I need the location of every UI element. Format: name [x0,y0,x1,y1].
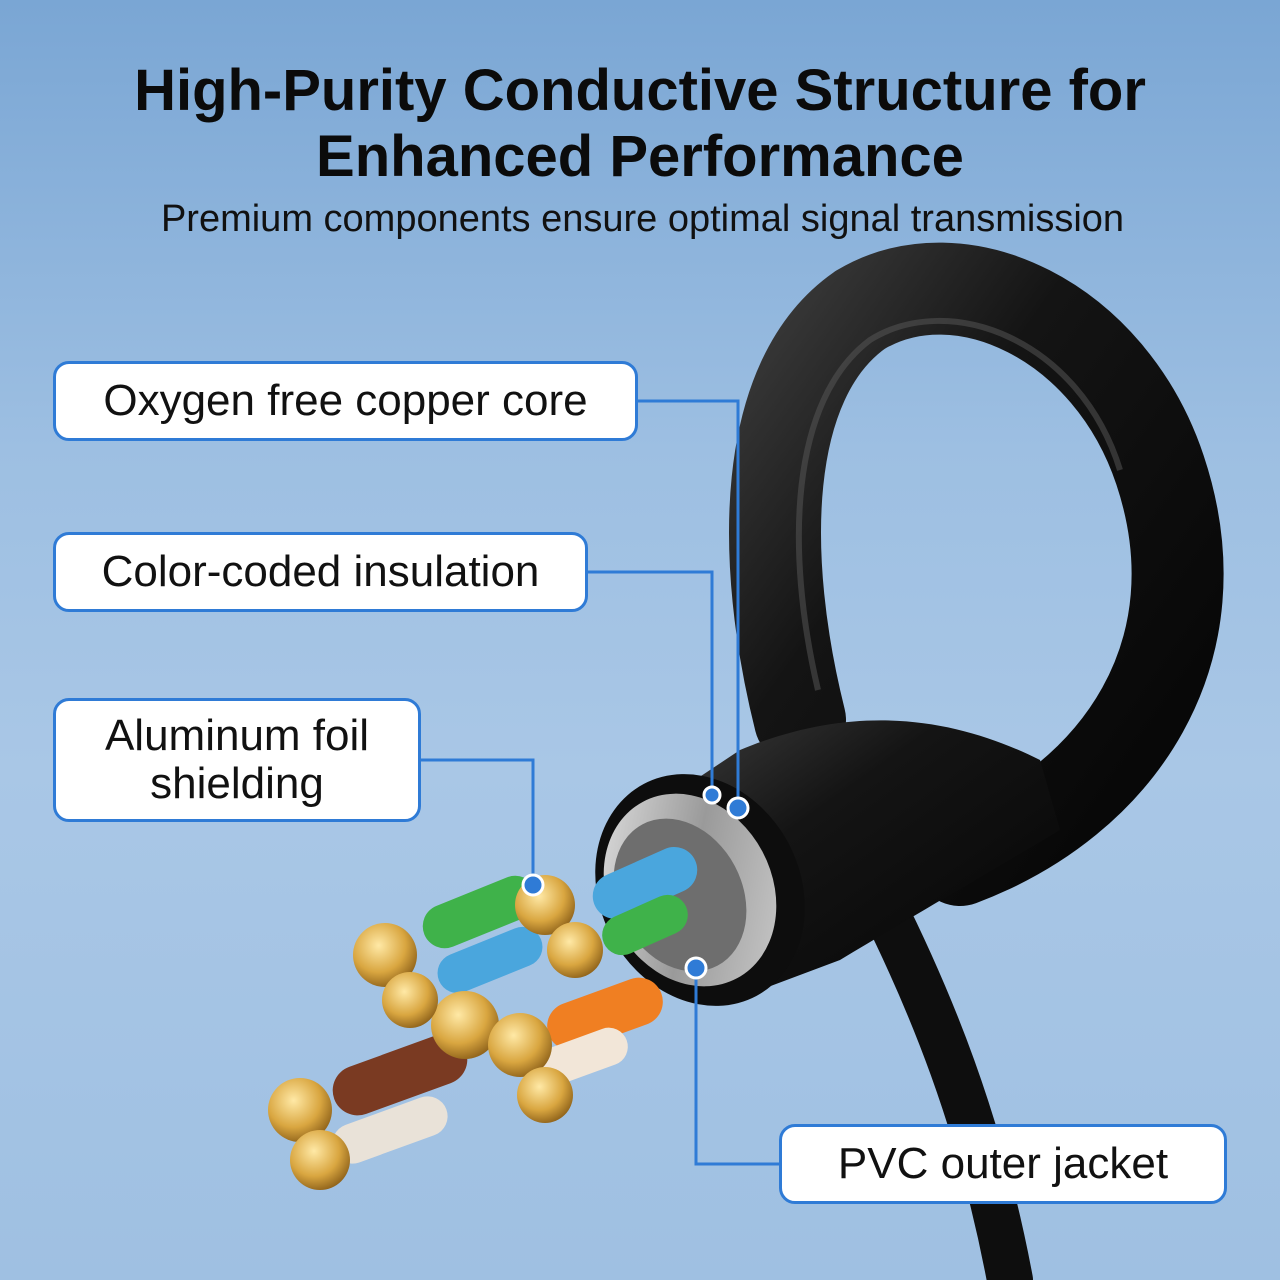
callout-insulation: Color-coded insulation [53,532,588,612]
callout-dots [521,785,750,980]
title-line-1: High-Purity Conductive Structure for [134,58,1146,123]
callout-insulation-text: Color-coded insulation [101,547,540,596]
callout-copper-core-text: Oxygen free copper core [103,376,588,425]
cable-tail [857,877,1033,1280]
cable-loop [729,242,1224,906]
wire-pairs [332,846,698,1164]
copper-core-center [431,991,499,1059]
callout-copper-core: Oxygen free copper core [53,361,638,441]
callout-foil-line-1: Aluminum foil [104,711,370,760]
page-title: High-Purity Conductive Structure for Enh… [0,58,1280,190]
callout-foil-line-2: shielding [150,759,324,808]
callout-pvc-jacket: PVC outer jacket [779,1124,1227,1204]
page-subtitle: Premium components ensure optimal signal… [160,198,1125,240]
copper-conductors [268,875,603,1190]
title-line-2: Enhanced Performance [316,124,964,189]
callout-foil-shielding: Aluminum foil shielding [53,698,421,822]
callout-pvc-jacket-text: PVC outer jacket [837,1139,1169,1188]
callout-lines [421,399,779,1166]
